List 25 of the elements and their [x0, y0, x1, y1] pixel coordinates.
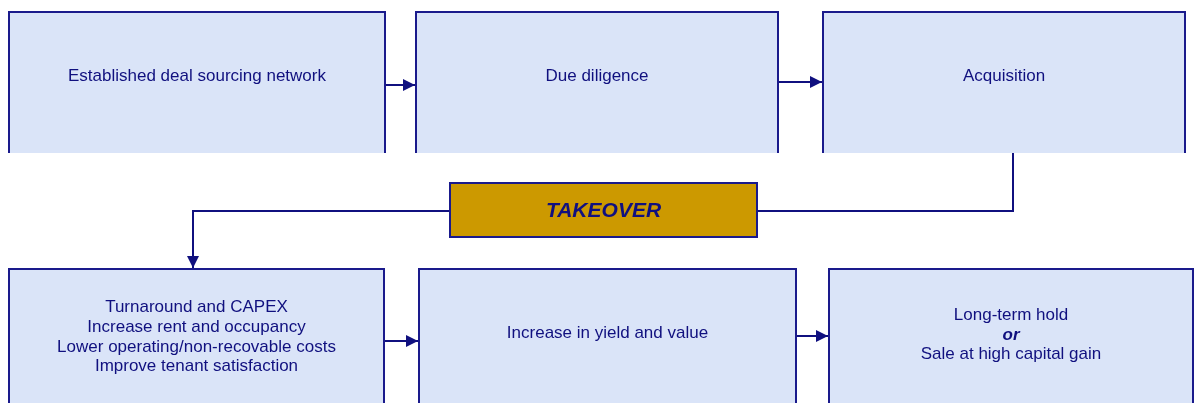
box-text: TAKEOVER: [545, 197, 662, 223]
box-text: Lower operating/non-recovable costs: [57, 336, 336, 357]
stage-banner: [449, 182, 758, 238]
arrow: [778, 76, 823, 88]
process-box: [822, 11, 1186, 153]
box-text: Due diligence: [545, 66, 649, 86]
process-box: [828, 268, 1194, 403]
box-text: Turnaround and CAPEX: [105, 297, 288, 317]
box-text: Improve tenant satisfaction: [94, 356, 299, 376]
box-text: Established deal sourcing network: [68, 66, 326, 86]
arrow: [796, 330, 829, 342]
connector-line: [757, 152, 1014, 212]
box-text: or: [1002, 324, 1020, 345]
box-text: Sale at high capital gain: [920, 344, 1102, 364]
process-box: [415, 11, 779, 153]
arrow: [187, 210, 450, 269]
box-text: Increase in yield and value: [506, 322, 709, 343]
arrow: [385, 79, 416, 91]
process-box: [8, 268, 385, 403]
box-text: Acquisition: [962, 66, 1046, 86]
box-text: Increase rent and occupancy: [87, 316, 306, 337]
box-text: Long-term hold: [953, 305, 1069, 325]
process-box: [8, 11, 386, 153]
arrow: [384, 335, 419, 347]
process-box: [418, 268, 797, 403]
